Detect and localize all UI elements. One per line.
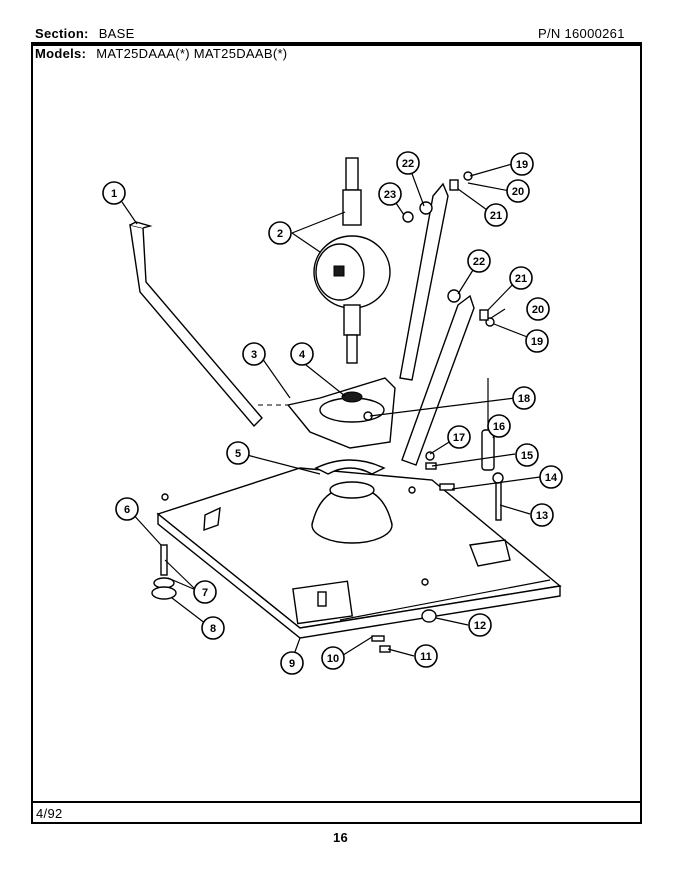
right-support-brackets	[399, 182, 475, 466]
callout-12: 12	[468, 613, 492, 637]
part-number: P/N 16000261	[538, 26, 625, 41]
callout-6: 6	[115, 497, 139, 521]
callout-21-bottom: 21	[509, 266, 533, 290]
callout-1: 1	[102, 181, 126, 205]
page-number: 16	[333, 830, 349, 845]
svg-text:6: 6	[124, 504, 130, 516]
svg-text:2: 2	[277, 228, 283, 240]
svg-text:20: 20	[532, 304, 544, 316]
svg-text:14: 14	[545, 472, 558, 484]
callout-5: 5	[226, 441, 250, 465]
callout-16: 16	[487, 414, 511, 438]
callout-22-top: 22	[396, 151, 420, 175]
svg-text:16: 16	[493, 421, 505, 433]
diagram-frame	[31, 44, 642, 824]
callout-17: 17	[447, 425, 471, 449]
callout-20-top: 20	[506, 179, 530, 203]
callout-22-bottom: 22	[467, 249, 491, 273]
callout-19-bottom: 19	[525, 329, 549, 353]
svg-text:15: 15	[521, 450, 533, 462]
callout-3: 3	[242, 342, 266, 366]
svg-text:9: 9	[289, 658, 295, 670]
callout-15: 15	[515, 443, 539, 467]
callout-18: 18	[512, 386, 536, 410]
section-label: Section:	[35, 26, 89, 41]
svg-text:20: 20	[512, 186, 524, 198]
base-plate	[156, 467, 562, 639]
svg-text:3: 3	[251, 349, 257, 361]
callout-19-top: 19	[510, 152, 534, 176]
models-line: Models: MAT25DAAA(*) MAT25DAAB(*)	[35, 46, 287, 61]
header-rule	[31, 42, 642, 44]
svg-text:19: 19	[516, 159, 528, 171]
svg-text:1: 1	[111, 188, 117, 200]
callout-11: 11	[414, 644, 438, 668]
seal-ring	[314, 459, 386, 475]
svg-text:11: 11	[420, 651, 432, 663]
svg-text:21: 21	[490, 210, 502, 222]
section-line: Section: BASE	[35, 26, 135, 41]
svg-text:23: 23	[384, 189, 396, 201]
svg-text:12: 12	[474, 620, 486, 632]
footer-date: 4/92	[36, 806, 63, 821]
svg-text:13: 13	[536, 510, 548, 522]
transmission-assembly	[313, 157, 391, 364]
leveling-leg	[151, 544, 177, 600]
svg-text:22: 22	[402, 158, 414, 170]
svg-text:21: 21	[515, 273, 527, 285]
svg-text:18: 18	[518, 393, 530, 405]
left-support-bracket	[129, 221, 300, 428]
callout-2: 2	[268, 221, 292, 245]
callout-20-bottom: 20	[526, 297, 550, 321]
svg-text:19: 19	[531, 336, 543, 348]
models-value: MAT25DAAA(*) MAT25DAAB(*)	[96, 46, 288, 61]
footer-rule	[31, 801, 642, 803]
svg-text:7: 7	[202, 587, 208, 599]
models-label: Models:	[35, 46, 87, 61]
callout-13: 13	[530, 503, 554, 527]
callout-7: 7	[193, 580, 217, 604]
callout-4: 4	[290, 342, 314, 366]
callout-9: 9	[280, 651, 304, 675]
svg-text:8: 8	[210, 623, 216, 635]
small-hardware	[371, 171, 495, 653]
svg-text:10: 10	[327, 653, 339, 665]
section-value: BASE	[98, 26, 135, 41]
callout-8: 8	[201, 616, 225, 640]
callout-23: 23	[378, 182, 402, 206]
svg-text:5: 5	[235, 448, 241, 460]
svg-text:17: 17	[453, 432, 465, 444]
callout-21-top: 21	[484, 203, 508, 227]
drive-assembly	[286, 377, 396, 449]
svg-text:22: 22	[473, 256, 485, 268]
svg-text:4: 4	[299, 349, 306, 361]
callout-14: 14	[539, 465, 563, 489]
callout-10: 10	[321, 646, 345, 670]
